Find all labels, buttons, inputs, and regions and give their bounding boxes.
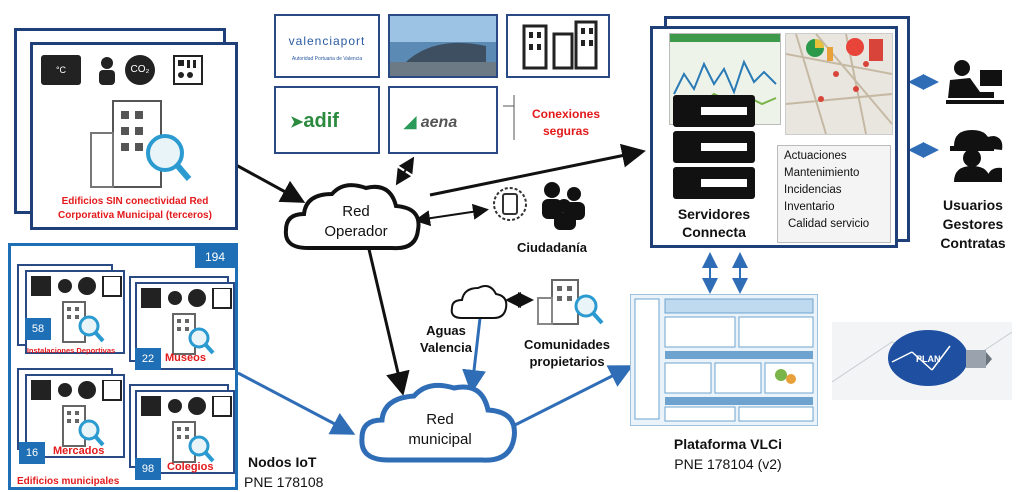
valenciaport-logo-card: valenciaport Autoridad Portuaria de Vale…: [274, 14, 380, 78]
sensor-icons: [31, 276, 123, 298]
arrow-operator-secure: [395, 156, 415, 186]
total-buildings-badge: 194: [195, 246, 235, 268]
building-search-icon: [49, 404, 109, 448]
aguas-cloud: [448, 282, 512, 322]
no-connectivity-caption: Edificios SIN conectividad Red Corporati…: [58, 196, 212, 221]
server-rack-icon: [671, 93, 757, 203]
arrow-buildings-to-municipal: [237, 371, 356, 435]
pie-chart-icon: [789, 37, 825, 59]
aena-logo-card: ◢ aena: [388, 86, 498, 154]
museums-label: Museos: [165, 352, 206, 364]
arrow-operator-to-servers: [429, 143, 646, 197]
building-search-icon: [159, 312, 219, 356]
sports-count-badge: 58: [25, 318, 51, 340]
nodos-iot-title: Nodos IoT: [248, 454, 317, 470]
co2-icon: CO₂: [125, 55, 155, 85]
platform-architecture-diagram: [630, 294, 818, 426]
red-operador-label-2: Operador: [324, 223, 388, 240]
arrow-aguas-to-municipal: [462, 317, 486, 394]
valenciaport-subtitle: Autoridad Portuaria de Valencia: [291, 56, 363, 62]
arrow-buildings-to-operator: [235, 163, 306, 203]
service-item: Incidencias: [784, 184, 842, 196]
sensor-icons: [141, 396, 233, 418]
nodos-iot-standard: PNE 178108: [244, 474, 324, 490]
secure-connections-label: Conexiones seguras: [531, 107, 600, 138]
municipal-buildings-panel: 194 58 Instalaciones Deportivas 22 Museo…: [8, 243, 238, 490]
markets-label: Mercados: [53, 445, 105, 457]
comunidades-label: Comunidades propietarios: [524, 337, 610, 369]
port-photo: [388, 14, 498, 78]
service-item: Mantenimiento: [784, 167, 860, 179]
building-search-icon: [159, 420, 219, 464]
aguas-valencia-label: Aguas Valencia: [419, 323, 473, 355]
servers-panel: Servidores Connecta Actuaciones Mantenim…: [650, 26, 898, 248]
users-label: Usuarios Gestores Contratas: [940, 197, 1006, 251]
service-item: Inventario: [784, 201, 835, 213]
markets-card: [25, 374, 125, 458]
red-municipal-label-2: municipal: [408, 431, 472, 448]
buildings-icon-card: [506, 14, 610, 78]
aena-logo: ◢ aena: [404, 114, 458, 131]
adif-logo: ➤adif: [290, 110, 339, 132]
service-item: Actuaciones: [784, 150, 847, 162]
building-search-icon: [49, 300, 109, 344]
arrow-operator-citizens: [414, 203, 489, 227]
markets-count-badge: 16: [19, 442, 45, 464]
services-list: Actuaciones Mantenimiento Incidencias In…: [777, 145, 891, 243]
sensor-icons: [31, 380, 123, 402]
red-operador-label-1: Red: [342, 203, 370, 220]
plan-text: PLAN: [916, 354, 941, 364]
citizens-icon: [488, 176, 600, 230]
platform-standard: PNE 178104 (v2): [674, 456, 782, 472]
sports-label: Instalaciones Deportivas: [26, 346, 116, 355]
sports-facilities-card: [25, 270, 125, 354]
control-panel-icon: [173, 55, 203, 85]
servers-label: Servidores Connecta: [677, 206, 751, 240]
city-buildings-icon: [522, 20, 598, 70]
municipal-buildings-title: Edificios municipales: [17, 476, 120, 487]
chart-icons: [825, 33, 887, 61]
schools-count-badge: 98: [135, 458, 161, 480]
platform-title: Plataforma VLCi: [673, 436, 783, 452]
building-search-icon: [532, 276, 608, 328]
schools-label: Colegios: [167, 461, 214, 473]
red-municipal-label-1: Red: [426, 411, 454, 428]
arrow-operator-to-municipal: [366, 244, 410, 396]
building-search-icon: [83, 95, 193, 191]
workers-helmet-icon: [946, 126, 1004, 182]
arrow-municipal-to-platform: [514, 365, 634, 427]
museums-count-badge: 22: [135, 348, 161, 370]
valenciaport-name: valenciaport: [288, 34, 366, 48]
user-at-computer-icon: [940, 58, 1006, 106]
thermometer-icon: °C: [41, 55, 81, 85]
person-icon: [93, 55, 121, 85]
service-item: Calidad servicio: [788, 218, 870, 230]
sensor-icons: [141, 288, 233, 310]
red-municipal-cloud: Red municipal: [354, 378, 526, 470]
adif-logo-card: ➤adif: [274, 86, 380, 154]
citizens-label: Ciudadanía: [516, 240, 588, 255]
buildings-no-connectivity-card: °C CO₂ Edificios SIN conectividad Red Co…: [30, 42, 238, 230]
red-operador-cloud: Red Operador: [278, 178, 428, 258]
lightbulb-plan-icon: PLAN: [832, 322, 1012, 400]
